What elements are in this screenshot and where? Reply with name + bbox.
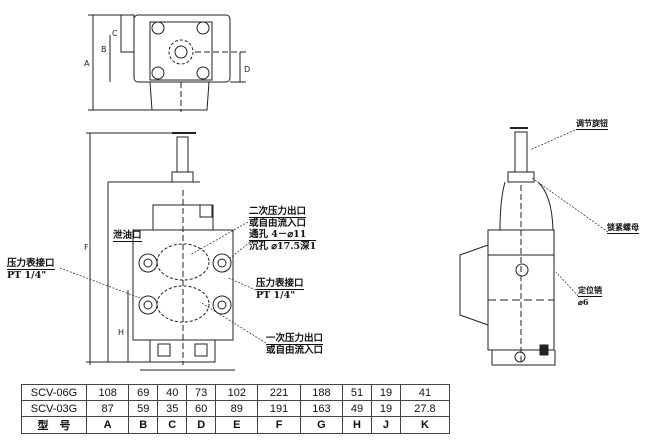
column-header: E: [215, 416, 259, 434]
value-cell: 87: [85, 400, 130, 417]
value-cell: 49: [342, 400, 372, 417]
value-cell: 69: [128, 384, 159, 401]
column-header: H: [342, 416, 372, 434]
side-view: [459, 127, 556, 366]
dimension-table: SCV-06G 108 69 40 73 102 221 188 51 19 4…: [21, 384, 451, 434]
through-hole-label: 通孔 4－⌀11 沉孔 ⌀17.5深1: [249, 229, 317, 252]
model-header: 型 号: [21, 416, 87, 434]
primary-outlet-label: 一次压力出口 或自由流入口: [266, 333, 324, 356]
value-cell: 89: [215, 400, 259, 417]
value-cell: 51: [342, 384, 372, 401]
value-cell: 191: [257, 400, 301, 417]
value-cell: 19: [371, 400, 401, 417]
value-cell: 60: [186, 400, 217, 417]
value-cell: 27.8: [399, 400, 451, 417]
column-header: G: [299, 416, 344, 434]
value-cell: 102: [215, 384, 259, 401]
column-header: B: [128, 416, 159, 434]
leader-lines: [59, 129, 609, 344]
secondary-outlet-line2: 或自由流入口: [249, 218, 307, 229]
column-header: C: [157, 416, 188, 434]
secondary-outlet-label: 二次压力出口 或自由流入口: [249, 206, 307, 229]
value-cell: 73: [186, 384, 217, 401]
gauge-port-right-line2: PT 1/4": [256, 290, 296, 301]
locating-pin-label: 定位销 ⌀6: [578, 285, 602, 308]
value-cell: 108: [85, 384, 130, 401]
gauge-port-right-line1: 压力表接口: [256, 278, 304, 290]
front-view: [86, 132, 235, 371]
top-view: [88, 14, 248, 112]
value-cell: 163: [299, 400, 344, 417]
value-cell: 19: [371, 384, 401, 401]
model-cell: SCV-03G: [21, 400, 87, 417]
primary-outlet-line2: 或自由流入口: [266, 345, 324, 356]
dim-label-d: D: [244, 65, 250, 74]
locating-pin-line1: 定位销: [578, 285, 602, 297]
value-cell: 35: [157, 400, 188, 417]
table-header-row: 型 号 A B C D E F G H J K: [21, 416, 451, 434]
column-header: K: [399, 416, 451, 434]
gauge-port-left-line1: 压力表接口: [7, 258, 55, 270]
dim-label-a: A: [84, 59, 90, 68]
table-row: SCV-06G 108 69 40 73 102 221 188 51 19 4…: [21, 384, 451, 401]
drain-port-label: 泄油口: [113, 230, 142, 242]
model-cell: SCV-06G: [21, 384, 87, 401]
locating-pin-diameter: ⌀6: [578, 297, 589, 307]
table-row: SCV-03G 87 59 35 60 89 191 163 49 19 27.…: [21, 400, 451, 417]
lock-nut-label: 锁紧螺母: [607, 222, 639, 234]
value-cell: 59: [128, 400, 159, 417]
column-header: F: [257, 416, 301, 434]
value-cell: 40: [157, 384, 188, 401]
dim-label-f: F: [84, 243, 89, 252]
value-cell: 41: [399, 384, 451, 401]
dim-label-b: B: [101, 45, 107, 54]
column-header: A: [85, 416, 130, 434]
value-cell: 188: [299, 384, 344, 401]
gauge-port-left-label: 压力表接口 PT 1/4": [7, 258, 55, 281]
adjust-knob-label: 调节旋钮: [576, 118, 608, 130]
primary-outlet-line1: 一次压力出口: [266, 333, 324, 345]
gauge-port-right-label: 压力表接口 PT 1/4": [256, 278, 304, 301]
dim-label-h: H: [118, 328, 124, 337]
column-header: D: [186, 416, 217, 434]
value-cell: 221: [257, 384, 301, 401]
secondary-outlet-line1: 二次压力出口: [249, 206, 307, 218]
through-hole-line1: 通孔 4－⌀11: [249, 229, 317, 241]
column-header: J: [371, 416, 401, 434]
dim-label-c: C: [112, 29, 118, 38]
gauge-port-left-line2: PT 1/4": [7, 270, 47, 281]
counterbore-line2: 沉孔 ⌀17.5深1: [249, 241, 317, 252]
